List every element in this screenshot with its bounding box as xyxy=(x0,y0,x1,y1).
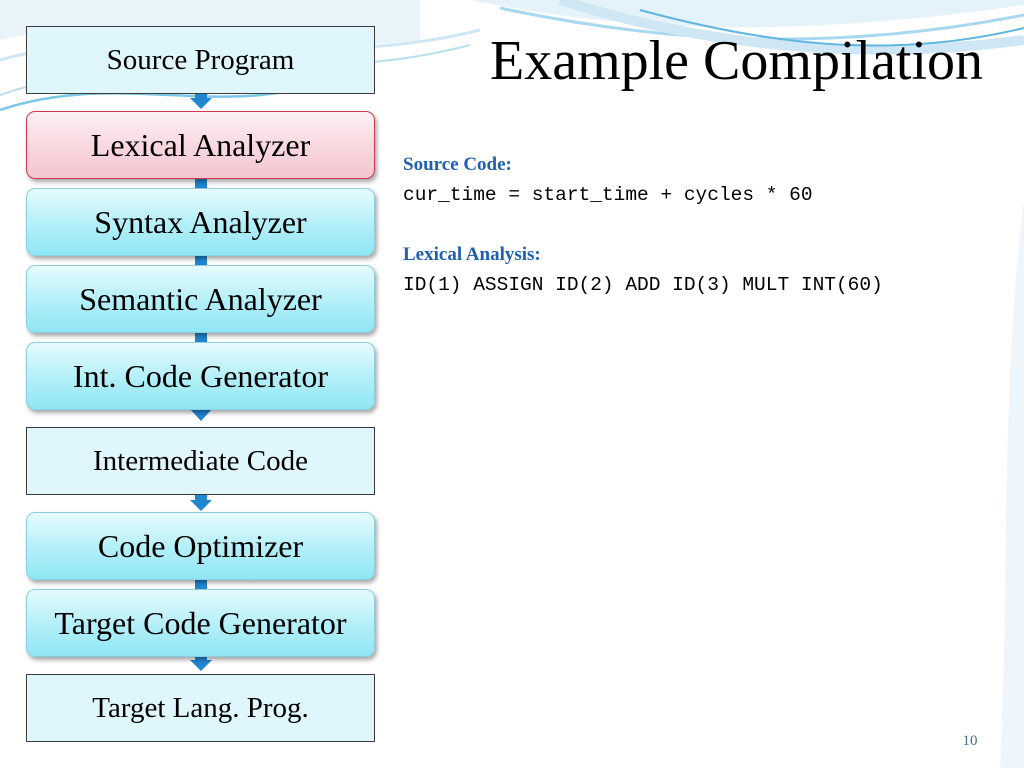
connector-3 xyxy=(195,255,207,265)
arrow-1 xyxy=(190,93,212,109)
connector-4 xyxy=(195,332,207,342)
source-code-line: cur_time = start_time + cycles * 60 xyxy=(403,184,813,206)
lexical-analysis-line: ID(1) ASSIGN ID(2) ADD ID(3) MULT INT(60… xyxy=(403,274,883,296)
arrow-6 xyxy=(190,495,212,511)
source-code-heading: Source Code: xyxy=(403,154,512,175)
lexical-analysis-heading: Lexical Analysis: xyxy=(403,244,541,265)
example-panel: Source Code: cur_time = start_time + cyc… xyxy=(403,150,1018,301)
slide-title: Example Compilation xyxy=(490,30,984,92)
stage-syntax-analyzer: Syntax Analyzer xyxy=(26,188,375,256)
stage-target-code-generator: Target Code Generator xyxy=(26,589,375,657)
connector-7 xyxy=(195,580,207,589)
connector-2 xyxy=(195,178,207,188)
stage-semantic-analyzer: Semantic Analyzer xyxy=(26,265,375,333)
stage-target-lang-prog: Target Lang. Prog. xyxy=(26,674,375,742)
stage-lexical-analyzer: Lexical Analyzer xyxy=(26,111,375,179)
stage-int-code-generator: Int. Code Generator xyxy=(26,342,375,410)
stage-source-program: Source Program xyxy=(26,26,375,94)
arrow-8 xyxy=(190,657,212,671)
arrow-5 xyxy=(190,409,212,421)
stage-intermediate-code: Intermediate Code xyxy=(26,427,375,495)
stage-code-optimizer: Code Optimizer xyxy=(26,512,375,580)
page-number: 10 xyxy=(962,733,978,749)
